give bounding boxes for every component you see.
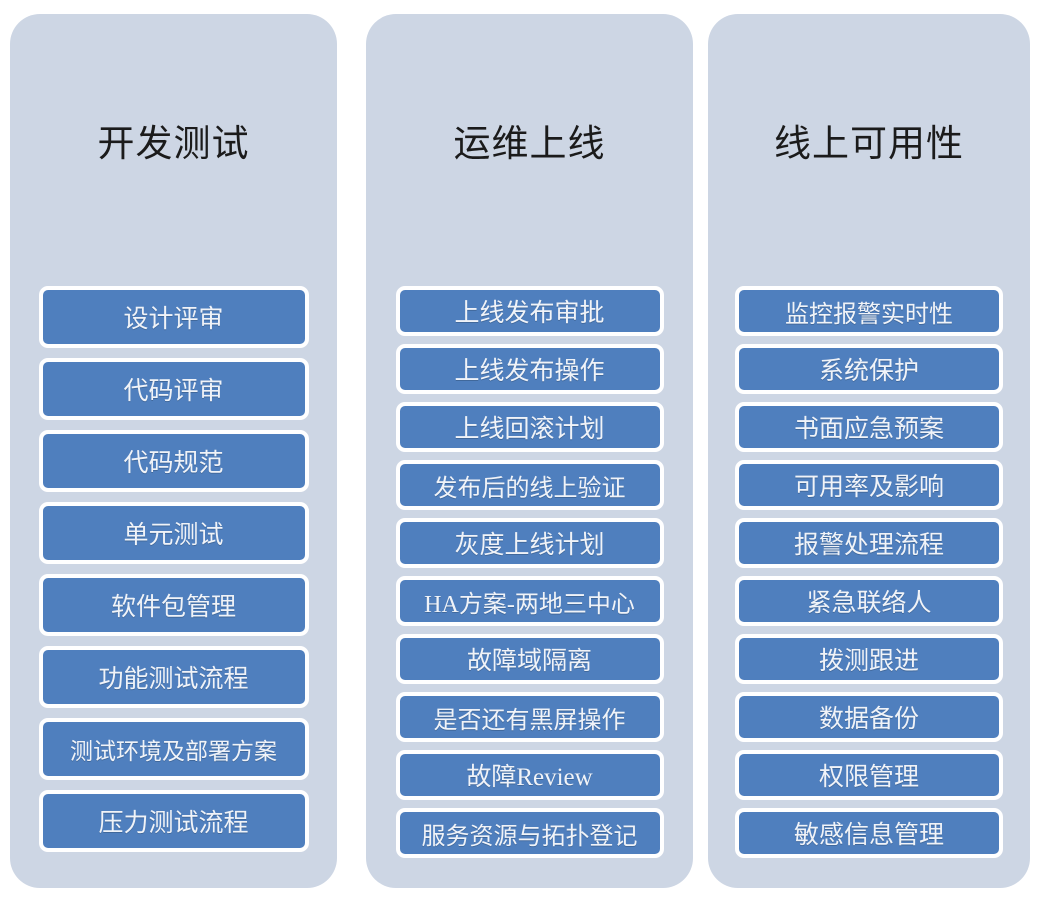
card-item[interactable]: 上线发布操作 <box>395 344 664 394</box>
card-item[interactable]: 发布后的线上验证 <box>395 460 664 510</box>
card-item[interactable]: 灰度上线计划 <box>395 518 664 568</box>
card-list-ops-release: 上线发布审批 上线发布操作 上线回滚计划 发布后的线上验证 灰度上线计划 HA方… <box>366 286 693 866</box>
panel-title-ops-release: 运维上线 <box>453 124 606 165</box>
card-item[interactable]: 系统保护 <box>735 344 1003 394</box>
card-list-online-availability: 监控报警实时性 系统保护 书面应急预案 可用率及影响 报警处理流程 紧急联络人 … <box>708 286 1030 866</box>
card-item[interactable]: 拨测跟进 <box>735 634 1003 684</box>
card-item[interactable]: 报警处理流程 <box>735 518 1003 568</box>
card-item[interactable]: 上线回滚计划 <box>395 402 664 452</box>
card-item[interactable]: 软件包管理 <box>38 574 309 636</box>
card-item[interactable]: 故障Review <box>395 750 664 800</box>
card-item[interactable]: 监控报警实时性 <box>735 286 1003 336</box>
card-item[interactable]: HA方案-两地三中心 <box>395 576 664 626</box>
card-item[interactable]: 单元测试 <box>38 502 309 564</box>
panel-online-availability: 线上可用性 监控报警实时性 系统保护 书面应急预案 可用率及影响 报警处理流程 … <box>708 14 1030 888</box>
card-item[interactable]: 服务资源与拓扑登记 <box>395 808 664 858</box>
card-item[interactable]: 数据备份 <box>735 692 1003 742</box>
panel-title-online-availability: 线上可用性 <box>774 124 964 165</box>
card-item[interactable]: 紧急联络人 <box>735 576 1003 626</box>
card-item[interactable]: 功能测试流程 <box>38 646 309 708</box>
card-item[interactable]: 代码规范 <box>38 430 309 492</box>
panel-ops-release: 运维上线 上线发布审批 上线发布操作 上线回滚计划 发布后的线上验证 灰度上线计… <box>366 14 693 888</box>
panel-title-development-testing: 开发测试 <box>97 124 250 165</box>
card-item[interactable]: 权限管理 <box>735 750 1003 800</box>
card-item[interactable]: 书面应急预案 <box>735 402 1003 452</box>
card-item[interactable]: 上线发布审批 <box>395 286 664 336</box>
card-item[interactable]: 可用率及影响 <box>735 460 1003 510</box>
card-item[interactable]: 设计评审 <box>38 286 309 348</box>
card-item[interactable]: 测试环境及部署方案 <box>38 718 309 780</box>
card-item[interactable]: 敏感信息管理 <box>735 808 1003 858</box>
card-item[interactable]: 是否还有黑屏操作 <box>395 692 664 742</box>
card-item[interactable]: 代码评审 <box>38 358 309 420</box>
card-item[interactable]: 故障域隔离 <box>395 634 664 684</box>
card-list-development-testing: 设计评审 代码评审 代码规范 单元测试 软件包管理 功能测试流程 测试环境及部署… <box>10 286 337 862</box>
panel-development-testing: 开发测试 设计评审 代码评审 代码规范 单元测试 软件包管理 功能测试流程 测试… <box>10 14 337 888</box>
card-item[interactable]: 压力测试流程 <box>38 790 309 852</box>
